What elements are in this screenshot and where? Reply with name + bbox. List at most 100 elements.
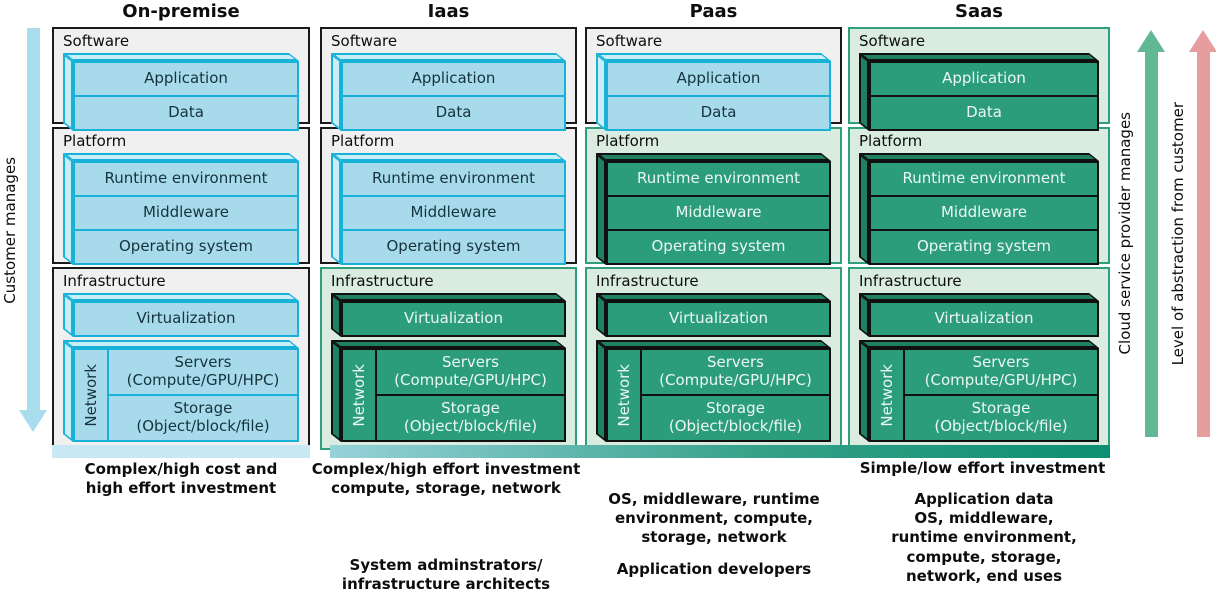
abstraction-level-label: Level of abstraction from customer	[1167, 30, 1189, 437]
column-paas: Paas Software Application Data Platform …	[585, 1, 842, 450]
platform-stack: Runtime environment Middleware Operating…	[596, 153, 831, 265]
network-label: Network	[350, 363, 368, 427]
block-virtualization: Virtualization	[404, 309, 503, 328]
section-label: Software	[859, 32, 926, 50]
block-middleware: Middleware	[608, 195, 829, 229]
virtualization-slab: Virtualization	[859, 293, 1099, 337]
cloud-effort-gradient-bar	[330, 445, 1110, 458]
section-software: Software Application Data	[320, 27, 577, 131]
section-label: Infrastructure	[859, 272, 962, 290]
platform-stack: Runtime environment Middleware Operating…	[331, 153, 566, 265]
block-data: Data	[608, 95, 829, 129]
network-label: Network	[615, 363, 633, 427]
block-data: Data	[871, 95, 1097, 129]
block-servers: Servers (Compute/GPU/HPC)	[126, 353, 280, 389]
software-stack: Application Data	[596, 53, 831, 131]
on-premise-effort-bar	[52, 445, 310, 458]
section-label: Software	[596, 32, 663, 50]
block-servers: Servers (Compute/GPU/HPC)	[394, 353, 547, 389]
virtualization-slab: Virtualization	[331, 293, 566, 337]
block-storage: Storage (Object/block/file)	[377, 394, 564, 440]
software-stack: Application Data	[63, 53, 299, 131]
block-middleware: Middleware	[871, 195, 1097, 229]
provider-manages-arrow-icon	[1137, 30, 1165, 437]
arrow-head-up-icon	[1189, 30, 1216, 52]
infrastructure-slab: Network Servers (Compute/GPU/HPC) Storag…	[63, 340, 299, 442]
section-platform: Platform Runtime environment Middleware …	[52, 127, 310, 265]
caption-saas-simple: Simple/low effort investment	[859, 459, 1106, 477]
block-virtualization: Virtualization	[669, 309, 768, 328]
block-application: Application	[411, 69, 496, 88]
block-application: Application	[144, 69, 228, 88]
block-storage: Storage (Object/block/file)	[905, 394, 1097, 440]
network-label: Network	[82, 363, 100, 427]
caption-paas: OS, middleware, runtime environment, com…	[608, 490, 820, 547]
block-runtime: Runtime environment	[637, 169, 800, 188]
block-middleware: Middleware	[343, 195, 564, 229]
block-storage: Storage (Object/block/file)	[109, 394, 297, 440]
block-os: Operating system	[75, 229, 297, 263]
block-os: Operating system	[343, 229, 564, 263]
column-title: Paas	[689, 1, 738, 22]
block-virtualization: Virtualization	[934, 309, 1034, 328]
block-os: Operating system	[871, 229, 1097, 263]
block-runtime: Runtime environment	[902, 169, 1066, 188]
section-software: Software Application Data	[52, 27, 310, 131]
block-data: Data	[75, 95, 297, 129]
block-servers: Servers (Compute/GPU/HPC)	[924, 353, 1078, 389]
block-storage: Storage (Object/block/file)	[642, 394, 829, 440]
column-title: Iaas	[427, 1, 470, 22]
caption-iaas: Complex/high effort investment compute, …	[311, 460, 581, 498]
block-virtualization: Virtualization	[136, 309, 236, 328]
block-middleware: Middleware	[75, 195, 297, 229]
virtualization-slab: Virtualization	[63, 293, 299, 337]
arrow-head-down-icon	[19, 410, 47, 432]
column-title: On-premise	[122, 1, 240, 22]
block-application: Application	[942, 69, 1026, 88]
block-network: Network	[343, 350, 377, 440]
section-infrastructure: Infrastructure Virtualization Network Se…	[52, 267, 310, 450]
customer-manages-arrow-icon	[18, 28, 48, 432]
infrastructure-slab: Network Servers (Compute/GPU/HPC) Storag…	[331, 340, 566, 442]
section-label: Platform	[331, 132, 395, 150]
block-data: Data	[343, 95, 564, 129]
section-infrastructure: Infrastructure Virtualization Network Se…	[320, 267, 577, 450]
platform-stack: Runtime environment Middleware Operating…	[63, 153, 299, 265]
software-stack: Application Data	[331, 53, 566, 131]
infrastructure-slab: Network Servers (Compute/GPU/HPC) Storag…	[596, 340, 831, 442]
section-label: Platform	[63, 132, 127, 150]
caption-iaas-role: System adminstrators/ infrastructure arc…	[341, 556, 551, 594]
arrow-shaft	[26, 28, 40, 410]
customer-manages-text: Customer manages	[1, 156, 19, 304]
customer-manages-label: Customer manages	[0, 28, 20, 432]
abstraction-level-arrow-icon	[1189, 30, 1216, 437]
block-application: Application	[676, 69, 761, 88]
section-label: Platform	[596, 132, 660, 150]
arrow-head-up-icon	[1137, 30, 1165, 52]
block-runtime: Runtime environment	[104, 169, 268, 188]
section-infrastructure: Infrastructure Virtualization Network Se…	[848, 267, 1110, 450]
arrow-shaft	[1144, 52, 1158, 437]
platform-stack: Runtime environment Middleware Operating…	[859, 153, 1099, 265]
caption-saas-detail: Application data OS, middleware, runtime…	[891, 490, 1077, 585]
software-stack: Application Data	[859, 53, 1099, 131]
section-label: Software	[63, 32, 130, 50]
column-iaas: Iaas Software Application Data Platform …	[320, 1, 577, 450]
abstraction-level-text: Level of abstraction from customer	[1169, 101, 1187, 366]
section-label: Platform	[859, 132, 923, 150]
block-servers: Servers (Compute/GPU/HPC)	[659, 353, 812, 389]
section-software: Software Application Data	[848, 27, 1110, 131]
provider-manages-label: Cloud service provider manages	[1114, 30, 1136, 437]
section-label: Infrastructure	[596, 272, 699, 290]
arrow-shaft	[1196, 52, 1210, 437]
provider-manages-text: Cloud service provider manages	[1116, 112, 1134, 355]
virtualization-slab: Virtualization	[596, 293, 831, 337]
section-platform: Platform Runtime environment Middleware …	[585, 127, 842, 265]
caption-paas-role: Application developers	[616, 560, 812, 578]
column-saas: Saas Software Application Data Platform …	[848, 1, 1110, 450]
section-infrastructure: Infrastructure Virtualization Network Se…	[585, 267, 842, 450]
infrastructure-slab: Network Servers (Compute/GPU/HPC) Storag…	[859, 340, 1099, 442]
network-label: Network	[878, 363, 896, 427]
section-platform: Platform Runtime environment Middleware …	[848, 127, 1110, 265]
